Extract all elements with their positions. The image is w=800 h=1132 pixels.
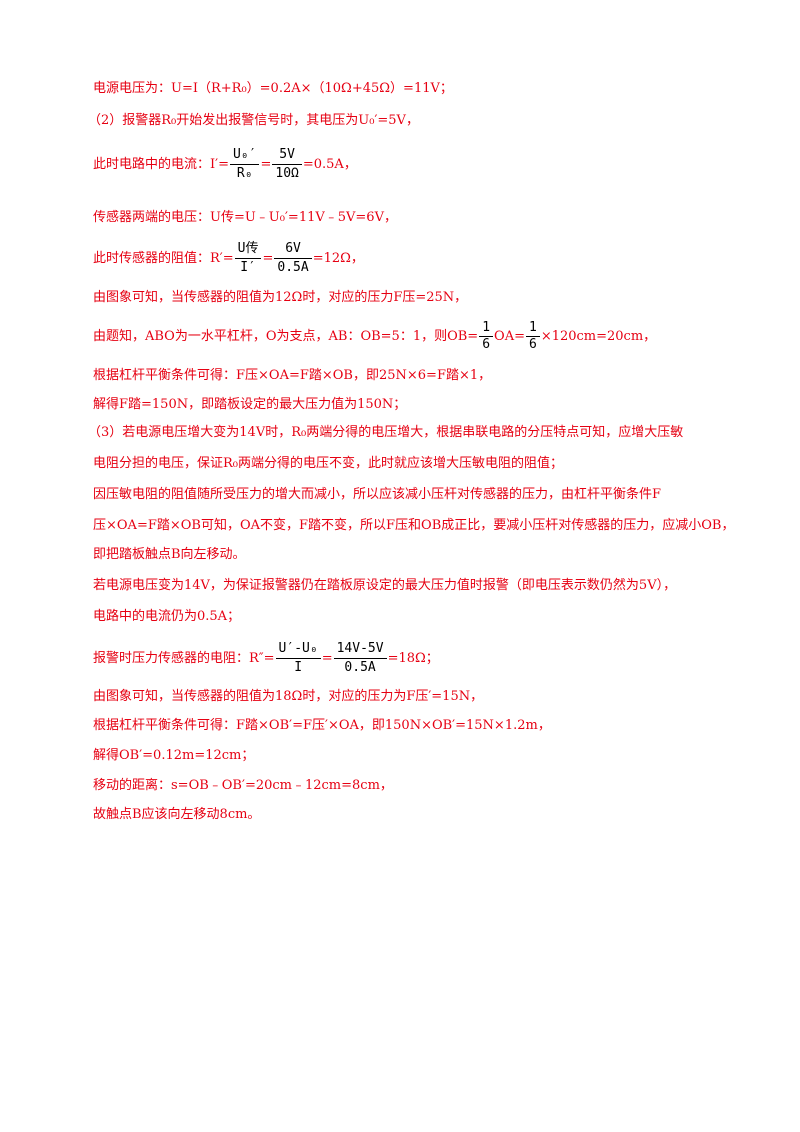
line-increase-resistance: 电阻分担的电压，保证R₀两端分得的电压不变，此时就应该增大压敏电阻的阻值； xyxy=(93,456,564,471)
line-current-still: 电路中的电流仍为0.5A； xyxy=(93,609,241,624)
line-ob-prime: 解得OB′=0.12m=12cm； xyxy=(93,748,255,763)
line-max-pressure: 解得F踏=150N，即踏板设定的最大压力值为150N； xyxy=(93,397,407,412)
line-proportional: 压×OA=F踏×OB可知，OA不变，F踏不变，所以F压和OB成正比，要减小压杆对… xyxy=(93,518,735,533)
line-graph-25n: 由图象可知，当传感器的阻值为12Ω时，对应的压力F压=25N， xyxy=(93,290,468,305)
line-part3-intro: （3）若电源电压增大变为14V时，R₀两端分得的电压增大，根据串联电路的分压特点… xyxy=(88,425,684,440)
line-lever-balance: 根据杠杆平衡条件可得：F压×OA=F踏×OB，即25N×6=F踏×1， xyxy=(93,368,492,383)
line-14v-condition: 若电源电压变为14V，为保证报警器仍在踏板原设定的最大压力值时报警（即电压表示数… xyxy=(93,578,677,593)
fraction-u0-over-r0: U₀′R₀ xyxy=(229,146,260,183)
line-current-label: 此时电路中的电流：I′= xyxy=(93,157,229,172)
line-reduce-force: 因压敏电阻的阻值随所受压力的增大而减小，所以应该减小压杆对传感器的压力，由杠杆平… xyxy=(93,487,662,502)
line-supply-voltage: 电源电压为：U=I（R+R₀）=0.2A×（10Ω+45Ω）=11V； xyxy=(93,81,453,96)
line-part2-intro: （2）报警器R₀开始发出报警信号时，其电压为U₀′=5V， xyxy=(88,113,419,128)
line-sensor-voltage: 传感器两端的电压：U传=U﹣U₀′=11V﹣5V=6V， xyxy=(93,210,397,225)
line-conclusion: 故触点B应该向左移动8cm。 xyxy=(93,807,261,822)
line-distance: 移动的距离：s=OB﹣OB′=20cm﹣12cm=8cm， xyxy=(93,778,393,793)
line-graph-15n: 由图象可知，当传感器的阻值为18Ω时，对应的压力为F压′=15N， xyxy=(93,689,484,704)
line-move-left: 即把踏板触点B向左移动。 xyxy=(93,547,246,562)
line-lever-balance-2: 根据杠杆平衡条件可得：F踏×OB′=F压′×OA，即150N×OB′=15N×1… xyxy=(93,718,551,733)
